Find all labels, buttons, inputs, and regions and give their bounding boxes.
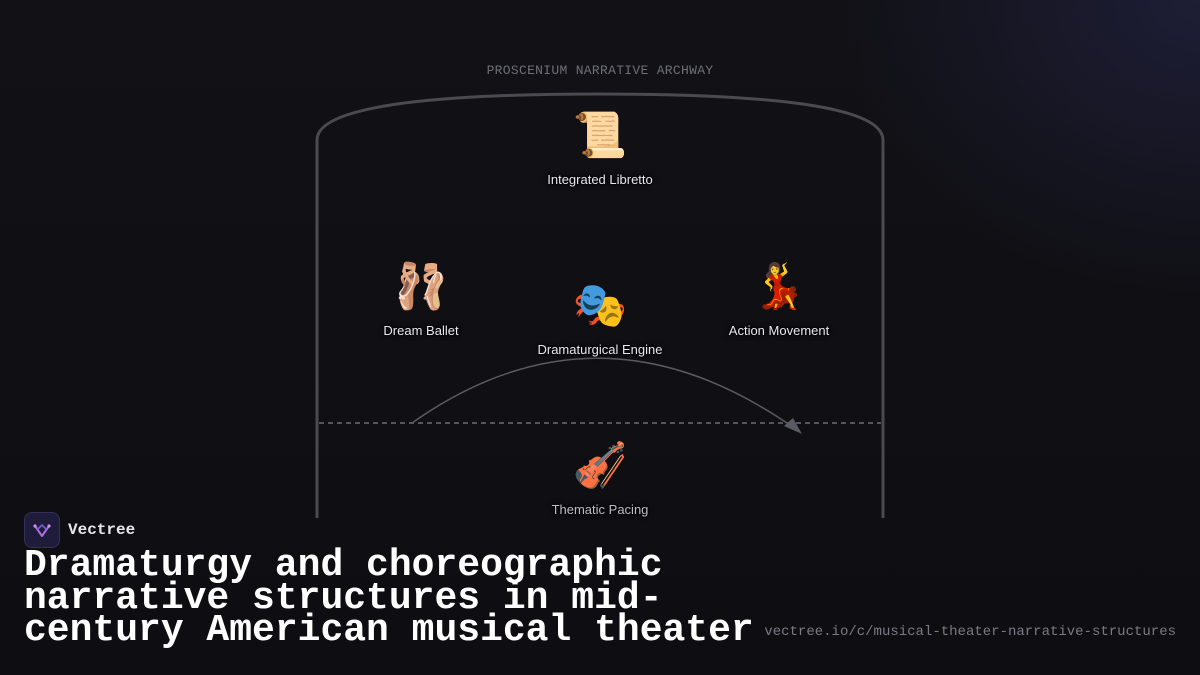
brand[interactable]: Vectree [24, 512, 135, 548]
scroll-icon: 📜 [572, 110, 628, 161]
node-thematic-pacing: 🎻 Thematic Pacing [500, 440, 700, 517]
narrative-arc-arrow [411, 357, 798, 431]
node-label: Action Movement [728, 323, 830, 338]
node-dream-ballet: 🩰 Dream Ballet [321, 261, 521, 338]
proscenium-arch [315, 92, 885, 518]
ballet-shoes-icon: 🩰 [393, 261, 449, 312]
violin-icon: 🎻 [572, 440, 628, 491]
brand-name: Vectree [68, 521, 136, 539]
node-label: Dream Ballet [383, 323, 459, 338]
theater-masks-icon: 🎭 [572, 280, 628, 331]
node-integrated-libretto: 📜 Integrated Libretto [500, 110, 700, 187]
node-label: Dramaturgical Engine [537, 342, 663, 357]
frame-label: PROSCENIUM NARRATIVE ARCHWAY [486, 63, 714, 78]
page-url[interactable]: vectree.io/c/musical-theater-narrative-s… [764, 624, 1176, 640]
node-label: Integrated Libretto [547, 172, 653, 187]
node-action-movement: 💃 Action Movement [679, 261, 879, 338]
node-dramaturgical-engine: 🎭 Dramaturgical Engine [500, 280, 700, 357]
node-label: Thematic Pacing [551, 502, 649, 517]
arrow-head [784, 418, 802, 434]
vectree-logo-icon [24, 512, 60, 548]
dancer-icon: 💃 [751, 261, 807, 312]
page-title: Dramaturgy and choreographic narrative s… [24, 544, 754, 652]
